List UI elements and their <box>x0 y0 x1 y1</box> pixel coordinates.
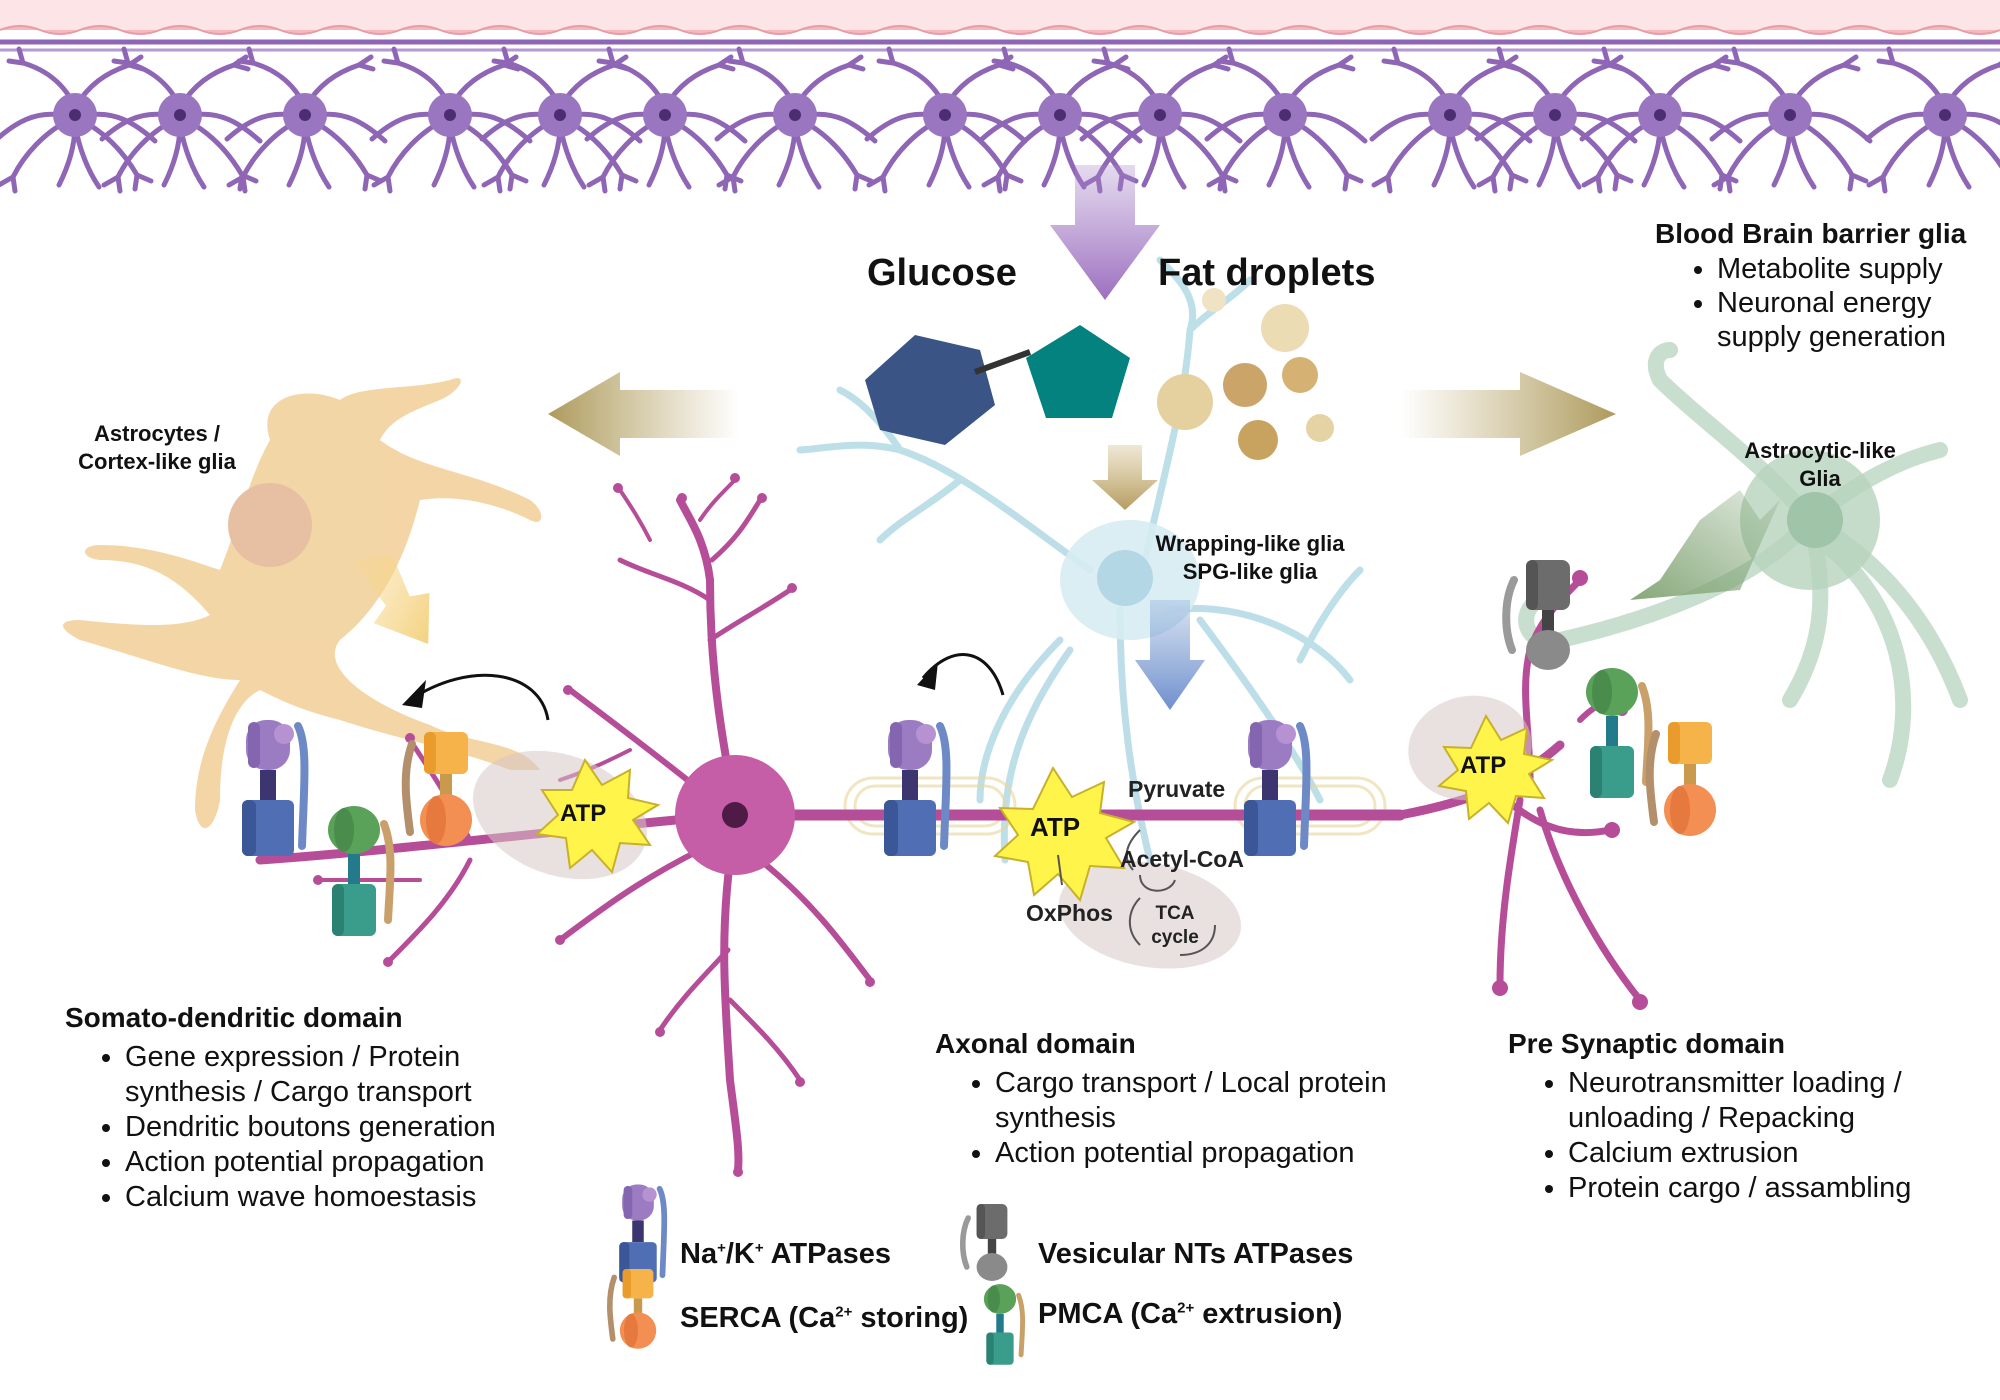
glucose-hexagon <box>865 335 995 445</box>
presyn-item-2: Calcium extrusion <box>1568 1136 1978 1171</box>
tca-line1: TCA <box>1155 903 1195 924</box>
somato-title: Somato-dendritic domain <box>65 1002 403 1033</box>
atp-star-presyn <box>1436 713 1555 825</box>
legend-na-k: Na+/K+ ATPases <box>680 1238 891 1271</box>
astrocytic-line2: Glia <box>1799 466 1841 491</box>
spines <box>313 473 1648 1177</box>
legend-na-k-pre: Na <box>680 1238 718 1270</box>
astrocyte-cortex-glia <box>63 378 542 829</box>
somato-item-2: Dendritic boutons generation <box>125 1110 585 1145</box>
axonal-item-1: Cargo transport / Local protein synthesi… <box>995 1066 1415 1136</box>
astrocytic-line1: Astrocytic-like <box>1744 438 1896 463</box>
legend-serca-post: storing) <box>852 1302 969 1334</box>
presynaptic-title: Pre Synaptic domain <box>1508 1028 1785 1059</box>
tca-cycle-label: TCA cycle <box>1140 902 1210 950</box>
legend-serca: SERCA (Ca2+ storing) <box>680 1302 968 1335</box>
somato-item-1: Gene expression / Protein synthesis / Ca… <box>125 1040 585 1110</box>
astrocytic-like-glia <box>1518 342 1968 788</box>
axonal-block: Axonal domain Cargo transport / Local pr… <box>935 1028 1415 1171</box>
legend-pmca-post: extrusion) <box>1194 1298 1343 1330</box>
atp-label-somato: ATP <box>560 800 607 827</box>
wrapping-glia-label: Wrapping-like glia SPG-like glia <box>1130 530 1370 586</box>
astrocytic-glia-label: Astrocytic-like Glia <box>1720 437 1920 493</box>
somato-item-3: Action potential propagation <box>125 1145 585 1180</box>
fat-pentagon <box>1026 325 1130 418</box>
legend-pmca: PMCA (Ca2+ extrusion) <box>1038 1298 1342 1331</box>
presyn-item-1: Neurotransmitter loading / unloading / R… <box>1568 1066 1978 1136</box>
legend-serca-pre: SERCA (Ca <box>680 1302 836 1334</box>
presynaptic-block: Pre Synaptic domain Neurotransmitter loa… <box>1508 1028 1978 1206</box>
atp-star-somato <box>534 757 661 875</box>
astrocytes-line1: Astrocytes / <box>94 421 220 446</box>
bbb-glia-block: Blood Brain barrier glia Metabolite supp… <box>1655 218 1985 354</box>
legend-na-k-sup1: + <box>717 1239 726 1257</box>
oxphos-label: OxPhos <box>1026 900 1113 926</box>
legend-na-k-post: ATPases <box>763 1238 891 1270</box>
wrapping-line2: SPG-like glia <box>1182 559 1318 584</box>
atp-label-presyn: ATP <box>1460 752 1507 779</box>
tca-line2: cycle <box>1151 927 1199 948</box>
presyn-item-3: Protein cargo / assambling <box>1568 1171 1978 1206</box>
atp-star-axon <box>992 765 1137 903</box>
legend-na-k-mid: /K <box>725 1238 755 1270</box>
legend-serca-sup: 2+ <box>835 1303 853 1321</box>
astrocytes-label: Astrocytes / Cortex-like glia <box>52 420 262 476</box>
legend-pmca-pre: PMCA (Ca <box>1038 1298 1178 1330</box>
glucose-label: Glucose <box>867 252 1017 294</box>
bbb-item-2: Neuronal energy supply generation <box>1717 286 1985 354</box>
wrapping-line1: Wrapping-like glia <box>1155 531 1345 556</box>
legend-na-k-sup2: + <box>754 1239 764 1257</box>
acetyl-coa-label: Acetyl-CoA <box>1120 846 1244 872</box>
fat-droplets <box>1157 288 1334 460</box>
atp-label-axon: ATP <box>1030 812 1081 842</box>
axonal-item-2: Action potential propagation <box>995 1136 1415 1171</box>
somato-dendritic-block: Somato-dendritic domain Gene expression … <box>65 1002 585 1215</box>
legend-vesicular: Vesicular NTs ATPases <box>1038 1238 1354 1270</box>
pyruvate-label: Pyruvate <box>1128 776 1226 802</box>
bbb-item-1: Metabolite supply <box>1717 252 1985 286</box>
axonal-title: Axonal domain <box>935 1028 1136 1059</box>
somato-item-4: Calcium wave homoestasis <box>125 1180 585 1215</box>
astrocytes-line2: Cortex-like glia <box>78 449 236 474</box>
bbb-glia-title: Blood Brain barrier glia <box>1655 218 1967 249</box>
legend-pmca-sup: 2+ <box>1177 1299 1195 1317</box>
fat-droplets-label: Fat droplets <box>1158 252 1376 294</box>
